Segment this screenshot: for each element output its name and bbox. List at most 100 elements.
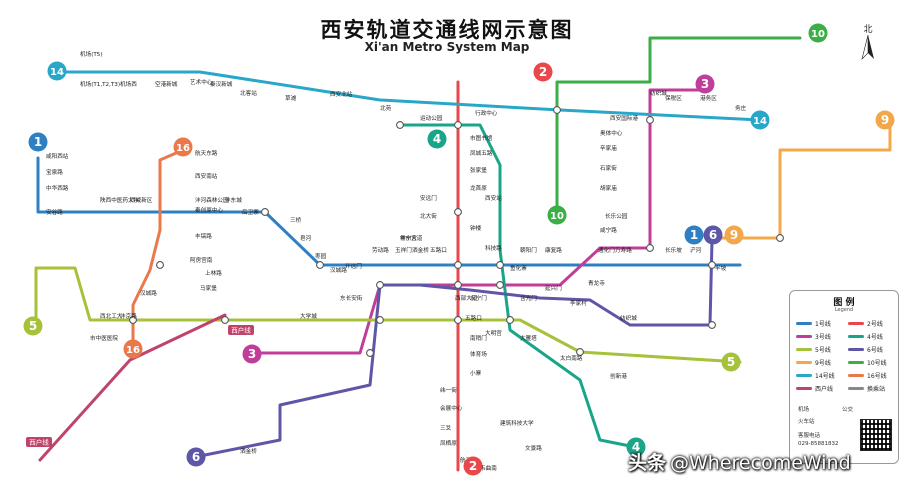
station-label[interactable]: 长乐公园 — [605, 212, 628, 220]
line-badge-10[interactable]: 10 — [547, 205, 567, 225]
station-label[interactable]: 建筑科技大学 — [500, 419, 534, 427]
station-label[interactable]: 汉城路 — [330, 266, 347, 274]
station-label[interactable]: 中华西路 — [46, 184, 69, 192]
xihu-line-tag[interactable]: 西户线 — [228, 325, 254, 335]
line-badge-9[interactable]: 9 — [724, 225, 744, 245]
station-label[interactable]: 沣东城 — [225, 196, 242, 204]
transfer-station-marker[interactable] — [376, 281, 384, 289]
station-label[interactable]: 务庄 — [735, 104, 747, 112]
transfer-station-marker[interactable] — [454, 208, 462, 216]
station-label[interactable]: 后卫寨 — [242, 208, 259, 216]
station-label[interactable]: 劳动路 — [372, 246, 389, 254]
station-label[interactable]: 五路口 — [430, 246, 447, 254]
station-label[interactable]: 创新港 — [610, 372, 627, 380]
line-badge-3[interactable]: 3 — [242, 344, 262, 364]
line-badge-4[interactable]: 4 — [626, 437, 646, 457]
transfer-station-marker[interactable] — [506, 316, 514, 324]
line-badge-2[interactable]: 2 — [463, 456, 483, 476]
station-label[interactable]: 北客站 — [240, 89, 257, 97]
station-label[interactable]: 龙首原 — [470, 184, 487, 192]
station-label[interactable]: 延兴门 — [545, 284, 562, 292]
station-label[interactable]: 西安国际港 — [610, 114, 638, 122]
station-label[interactable]: 南稍门 — [470, 334, 487, 342]
transfer-station-marker[interactable] — [708, 261, 716, 269]
station-label[interactable]: 科技路 — [485, 244, 502, 252]
station-label[interactable]: 西安南站 — [195, 172, 218, 180]
transfer-station-marker[interactable] — [261, 208, 269, 216]
transfer-station-marker[interactable] — [646, 244, 654, 252]
station-label[interactable]: 航天东路 — [195, 149, 218, 157]
line-badge-10[interactable]: 10 — [808, 23, 828, 43]
transfer-station-marker[interactable] — [646, 116, 654, 124]
transfer-station-marker[interactable] — [376, 316, 384, 324]
transfer-station-marker[interactable] — [496, 261, 504, 269]
station-label[interactable]: 文景路 — [525, 444, 542, 452]
line-badge-1[interactable]: 1 — [684, 225, 704, 245]
line-badge-14[interactable]: 14 — [750, 110, 770, 130]
line-badge-6[interactable]: 6 — [703, 225, 723, 245]
station-label[interactable]: 陕西中医药大学 — [100, 196, 140, 204]
station-label[interactable]: 咸宁路 — [600, 226, 617, 234]
station-label[interactable]: 西安站 — [485, 194, 502, 202]
station-label[interactable]: 咸阳西站 — [46, 152, 69, 160]
transfer-station-marker[interactable] — [221, 316, 229, 324]
station-label[interactable]: 韦曲南 — [480, 464, 497, 472]
station-label[interactable]: 秦汉新城 — [210, 80, 233, 88]
station-label[interactable]: 草滩 — [285, 94, 297, 102]
transfer-station-marker[interactable] — [156, 261, 164, 269]
station-label[interactable]: 纺织城 — [650, 89, 667, 97]
station-label[interactable]: 朝阳门 — [520, 246, 537, 254]
station-label[interactable]: 北大街 — [420, 212, 437, 220]
transfer-station-marker[interactable] — [366, 349, 374, 357]
station-label[interactable]: 洒金桥 — [240, 447, 257, 455]
station-label[interactable]: 行政中心 — [475, 109, 498, 117]
line-badge-4[interactable]: 4 — [427, 129, 447, 149]
station-label[interactable]: 会展中心 — [440, 404, 463, 412]
station-label[interactable]: 北苑 — [380, 104, 392, 112]
station-label[interactable]: 马家堡 — [200, 284, 217, 292]
station-label[interactable]: 安远门 — [420, 194, 437, 202]
station-label[interactable]: 李家村 — [570, 299, 587, 307]
station-label[interactable]: 洒金桥 — [412, 246, 429, 254]
station-label[interactable]: 空港新城 — [155, 80, 178, 88]
transfer-station-marker[interactable] — [454, 121, 462, 129]
line-badge-16[interactable]: 16 — [123, 339, 143, 359]
station-label[interactable]: 钟楼 — [470, 224, 482, 232]
station-label[interactable]: 青龙寺 — [588, 279, 605, 287]
station-label[interactable]: 市图书馆 — [470, 134, 493, 142]
transfer-station-marker[interactable] — [576, 348, 584, 356]
transfer-station-marker[interactable] — [553, 106, 561, 114]
station-label[interactable]: 五路口 — [465, 314, 482, 322]
station-label[interactable]: 纬一街 — [440, 386, 457, 394]
station-label[interactable]: 市中医医院 — [90, 334, 118, 342]
station-label[interactable]: 太白南路 — [560, 354, 583, 362]
station-label[interactable]: 枣园 — [315, 252, 327, 260]
transfer-station-marker[interactable] — [454, 316, 462, 324]
station-label[interactable]: 汉城路 — [140, 289, 157, 297]
station-label[interactable]: 万寿路 — [615, 246, 632, 254]
station-label[interactable]: 阿房宫南 — [190, 256, 213, 264]
transfer-station-marker[interactable] — [776, 234, 784, 242]
station-label[interactable]: 皂河 — [300, 234, 312, 242]
station-label[interactable]: 凤栖原 — [440, 439, 457, 447]
station-label[interactable]: 含光门 — [520, 294, 537, 302]
station-label[interactable]: 大明宫 — [485, 329, 502, 337]
line-badge-14[interactable]: 14 — [47, 61, 67, 81]
station-label[interactable]: 艺术中心 — [190, 78, 213, 86]
line-badge-1[interactable]: 1 — [28, 132, 48, 152]
line-badge-5[interactable]: 5 — [721, 352, 741, 372]
station-label[interactable]: 机场(T5) — [80, 50, 103, 58]
station-label[interactable]: 开远门 — [345, 262, 362, 270]
station-label[interactable]: 沣河森林公园 — [195, 196, 229, 204]
station-label[interactable]: 三桥 — [290, 216, 302, 224]
station-label[interactable]: 西安北站 — [330, 90, 353, 98]
station-label[interactable]: 东长安街 — [340, 294, 363, 302]
station-label[interactable]: 通化门 — [598, 246, 615, 254]
station-label[interactable]: 上林路 — [205, 269, 222, 277]
transfer-station-marker[interactable] — [396, 121, 404, 129]
line-badge-5[interactable]: 5 — [23, 316, 43, 336]
station-label[interactable]: 秦创原中心 — [195, 206, 223, 214]
station-label[interactable]: 石家街 — [600, 164, 617, 172]
xihu-line-tag[interactable]: 西户线 — [26, 437, 52, 447]
station-label[interactable]: 体育场 — [470, 350, 487, 358]
